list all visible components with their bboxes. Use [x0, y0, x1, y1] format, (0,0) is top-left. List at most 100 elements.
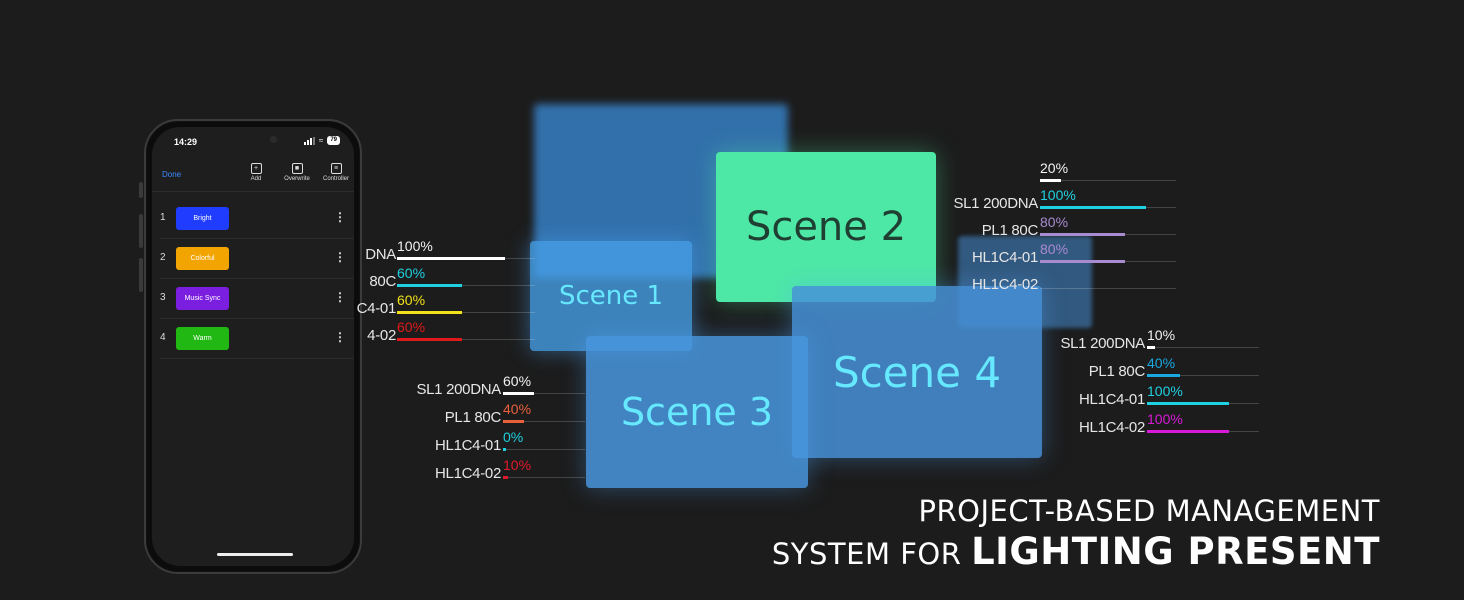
overwrite-icon: ■ — [291, 163, 303, 174]
phone-screen: 14:29 ≈ 79 Done + Add ■ Overwrite ≡ Cont… — [152, 127, 354, 566]
light-percent: 10% — [503, 457, 532, 473]
battery-icon: 79 — [327, 136, 340, 145]
front-camera — [270, 136, 277, 143]
light-level-bar — [397, 284, 462, 287]
light-percent: 60% — [397, 292, 426, 308]
light-name: HL1C4-02 — [972, 276, 1038, 293]
light-name: HL1C4-01 — [1079, 391, 1145, 408]
scene-row-3[interactable]: 3 Music Sync ⋮ — [160, 279, 354, 319]
light-level-bar — [1147, 402, 1229, 405]
light-name: DNA — [365, 246, 396, 263]
overwrite-button[interactable]: ■ Overwrite — [280, 163, 314, 182]
light-name: HL1C4-01 — [435, 437, 501, 454]
light-level-track — [1147, 347, 1259, 348]
light-level-bar — [503, 420, 524, 423]
light-name: HL1C4-02 — [435, 465, 501, 482]
scene-3-card: Scene 3 — [586, 336, 808, 488]
phone-mockup: 14:29 ≈ 79 Done + Add ■ Overwrite ≡ Cont… — [144, 119, 362, 574]
scene-chip-music-sync[interactable]: Music Sync — [176, 287, 229, 310]
light-level-bar — [397, 311, 462, 314]
light-level-track — [503, 449, 585, 450]
more-icon[interactable]: ⋮ — [334, 210, 346, 224]
light-name: SL1 200DNA — [953, 195, 1038, 212]
scene-row-2[interactable]: 2 Colorful ⋮ — [160, 239, 354, 279]
light-level-bar — [1147, 346, 1155, 349]
more-icon[interactable]: ⋮ — [334, 290, 346, 304]
light-level-track — [503, 477, 585, 478]
status-bar: 14:29 ≈ 79 — [152, 127, 354, 157]
light-percent: 60% — [503, 373, 532, 389]
scene-number: 2 — [160, 252, 166, 263]
light-percent: 0% — [503, 429, 524, 445]
headline-line-1: PROJECT-BASED MANAGEMENT — [918, 494, 1380, 528]
more-icon[interactable]: ⋮ — [334, 330, 346, 344]
light-name: HL1C4-01 — [972, 249, 1038, 266]
light-level-track — [397, 285, 535, 286]
headline-emphasis: LIGHTING PRESENT — [971, 530, 1380, 573]
home-indicator — [217, 553, 293, 556]
add-icon: + — [250, 163, 262, 174]
light-level-track — [397, 312, 535, 313]
light-percent: 100% — [1147, 411, 1183, 427]
light-name: PL1 80C — [444, 409, 502, 426]
light-percent: 100% — [397, 238, 433, 254]
phone-volume-up — [139, 214, 143, 248]
light-percent: 20% — [1040, 160, 1069, 176]
light-name: HL1C4-02 — [1079, 419, 1145, 436]
headline-line-2: SYSTEM FOR LIGHTING PRESENT — [772, 530, 1380, 576]
light-percent: 40% — [503, 401, 532, 417]
more-icon[interactable]: ⋮ — [334, 250, 346, 264]
controller-button[interactable]: ≡ Controller — [318, 163, 354, 182]
phone-mute-switch — [139, 182, 143, 198]
light-level-track — [1040, 180, 1176, 181]
controller-icon: ≡ — [330, 163, 342, 174]
light-name: C4-01 — [356, 300, 397, 317]
light-percent: 40% — [1147, 355, 1176, 371]
light-percent: 60% — [397, 265, 426, 281]
light-level-track — [503, 421, 585, 422]
light-level-bar — [1040, 260, 1125, 263]
light-level-bar — [503, 476, 508, 479]
light-name: 80C — [369, 273, 396, 290]
phone-volume-down — [139, 258, 143, 292]
light-level-bar — [1147, 430, 1229, 433]
light-level-track — [503, 393, 585, 394]
scene-chip-bright[interactable]: Bright — [176, 207, 229, 230]
status-time: 14:29 — [174, 137, 198, 147]
controller-label: Controller — [322, 176, 349, 182]
light-level-scene2-0: 20% — [0, 160, 1464, 186]
scene-chip-warm[interactable]: Warm — [176, 327, 229, 350]
scene-number: 3 — [160, 292, 166, 303]
light-level-bar — [503, 392, 534, 395]
light-level-scene2-4: HL1C4-02 — [0, 268, 1464, 294]
light-percent: 80% — [1040, 214, 1069, 230]
light-level-track — [397, 339, 535, 340]
light-level-bar — [397, 257, 505, 260]
add-button[interactable]: + Add — [247, 163, 265, 182]
light-level-bar — [397, 338, 462, 341]
light-name: 4-02 — [367, 327, 396, 344]
done-button[interactable]: Done — [162, 170, 182, 179]
light-level-bar — [1040, 179, 1061, 182]
light-level-bar — [503, 448, 506, 451]
scene-row-1[interactable]: 1 Bright ⋮ — [160, 199, 354, 239]
light-name: PL1 80C — [981, 222, 1039, 239]
scene-number: 4 — [160, 332, 166, 343]
scene-row-4[interactable]: 4 Warm ⋮ — [160, 319, 354, 359]
status-icons: ≈ 79 — [303, 136, 340, 145]
add-label: Add — [250, 176, 262, 182]
scene-4-card: Scene 4 — [792, 286, 1042, 458]
scene-chip-colorful[interactable]: Colorful — [176, 247, 229, 270]
headline: PROJECT-BASED MANAGEMENT SYSTEM FOR LIGH… — [772, 492, 1380, 576]
light-level-bar — [1147, 374, 1180, 377]
